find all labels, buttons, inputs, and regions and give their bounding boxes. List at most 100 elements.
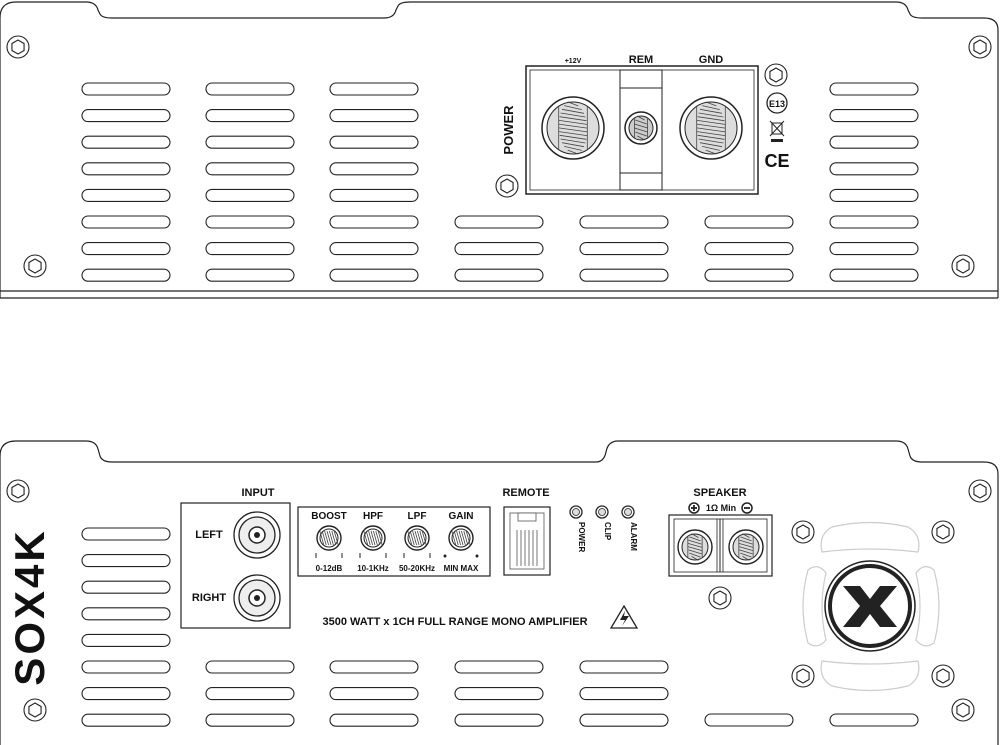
screw-icon — [495, 174, 519, 198]
vent-slot — [81, 188, 171, 202]
remote-port[interactable] — [503, 506, 551, 576]
vent-slot — [205, 82, 295, 96]
vent-slot — [704, 215, 794, 229]
top-vent-slots — [81, 82, 919, 282]
vent-slot — [81, 162, 171, 176]
vent-slot — [454, 687, 544, 701]
control-range-label: MIN MAX — [444, 564, 479, 573]
led-clip: CLIP — [595, 505, 612, 541]
vent-slot — [205, 242, 295, 256]
vent-slot — [205, 162, 295, 176]
rca-right-jack[interactable] — [233, 574, 281, 622]
x-logo-icon — [843, 586, 897, 627]
screw-icon — [764, 63, 788, 87]
ce-mark-icon: CE — [764, 151, 789, 171]
screw-icon — [791, 664, 815, 688]
weee-bin-icon — [769, 120, 785, 142]
screw-icon — [968, 35, 992, 59]
vent-slot — [81, 607, 171, 621]
vent-slot — [704, 242, 794, 256]
control-name-label: GAIN — [449, 511, 474, 522]
input-title: INPUT — [242, 487, 275, 499]
vent-slot — [81, 580, 171, 594]
vent-slot — [81, 268, 171, 282]
top-screws — [6, 35, 992, 278]
rca-left-jack[interactable] — [233, 511, 281, 559]
speaker-title: SPEAKER — [693, 487, 746, 499]
vent-slot — [205, 268, 295, 282]
vent-slot — [329, 713, 419, 727]
control-gain-knob[interactable]: GAIN MIN MAX — [443, 511, 479, 573]
vent-slot — [454, 242, 544, 256]
high-voltage-warning-icon — [609, 604, 639, 629]
led-alarm: ALARM — [621, 505, 638, 551]
vent-slot — [329, 188, 419, 202]
vent-slot — [704, 268, 794, 282]
vent-slot — [579, 660, 669, 674]
control-boost-knob[interactable]: BOOST 0-12dB — [311, 511, 347, 573]
speaker-min-impedance: 1Ω Min — [706, 503, 736, 513]
vent-slot — [81, 633, 171, 647]
screw-icon — [6, 479, 30, 503]
vent-slot — [81, 135, 171, 149]
screw-icon — [791, 520, 815, 544]
remote-label: REMOTE — [502, 487, 549, 499]
vent-slot — [829, 242, 919, 256]
vent-slot — [829, 109, 919, 123]
led-label: ALARM — [629, 522, 638, 551]
top-panel: +12V REM GND POWER E13 CE — [0, 1, 999, 299]
vent-slot — [81, 554, 171, 568]
vent-slot — [205, 687, 295, 701]
model-description: 3500 WATT x 1CH FULL RANGE MONO AMPLIFIE… — [322, 616, 587, 628]
svg-text:E13: E13 — [769, 99, 785, 109]
vent-slot — [829, 713, 919, 727]
vent-slot — [579, 268, 669, 282]
led-label: POWER — [577, 522, 586, 552]
rem-terminal — [624, 111, 658, 145]
bottom-panel: SOX4K INPUT LEFT RIGHT BOOST 0-12dB HPF10-… — [0, 440, 999, 745]
vent-slot — [81, 82, 171, 96]
screw-icon — [951, 698, 975, 722]
plus-icon — [688, 502, 700, 514]
vent-slot — [81, 527, 171, 541]
e-mark-icon: E13 — [766, 92, 788, 114]
vent-slot — [329, 687, 419, 701]
gnd-terminal-label: GND — [699, 54, 724, 66]
status-leds: POWER CLIP ALARM — [569, 505, 638, 552]
vent-slot — [329, 215, 419, 229]
vent-slot — [454, 660, 544, 674]
screw-icon — [931, 520, 955, 544]
vent-slot — [579, 713, 669, 727]
vent-slot — [205, 135, 295, 149]
screw-icon — [708, 586, 732, 610]
control-name-label: BOOST — [311, 511, 347, 522]
input-left-label: LEFT — [195, 529, 223, 541]
input-right-label: RIGHT — [192, 592, 227, 604]
vent-slot — [829, 188, 919, 202]
plus-terminal-label: +12V — [565, 58, 582, 65]
vent-slot — [454, 268, 544, 282]
speaker-minus-terminal — [728, 529, 764, 565]
vent-slot — [579, 687, 669, 701]
vent-slot — [81, 713, 171, 727]
power-terminal-block — [525, 65, 759, 195]
plus-terminal — [541, 96, 605, 160]
speaker-plus-terminal — [677, 529, 713, 565]
screw-icon — [6, 35, 30, 59]
vent-slot — [829, 268, 919, 282]
screw-icon — [23, 254, 47, 278]
vent-slot — [81, 660, 171, 674]
vent-slot — [454, 215, 544, 229]
rem-terminal-label: REM — [629, 54, 653, 66]
screw-icon — [951, 254, 975, 278]
control-range-label: 10-1KHz — [357, 564, 389, 573]
vent-slot — [205, 109, 295, 123]
fan-logo — [802, 521, 940, 692]
control-range-label: 0-12dB — [316, 564, 343, 573]
vent-slot — [829, 135, 919, 149]
screw-icon — [931, 664, 955, 688]
brand-logo: SOX4K — [6, 528, 53, 685]
